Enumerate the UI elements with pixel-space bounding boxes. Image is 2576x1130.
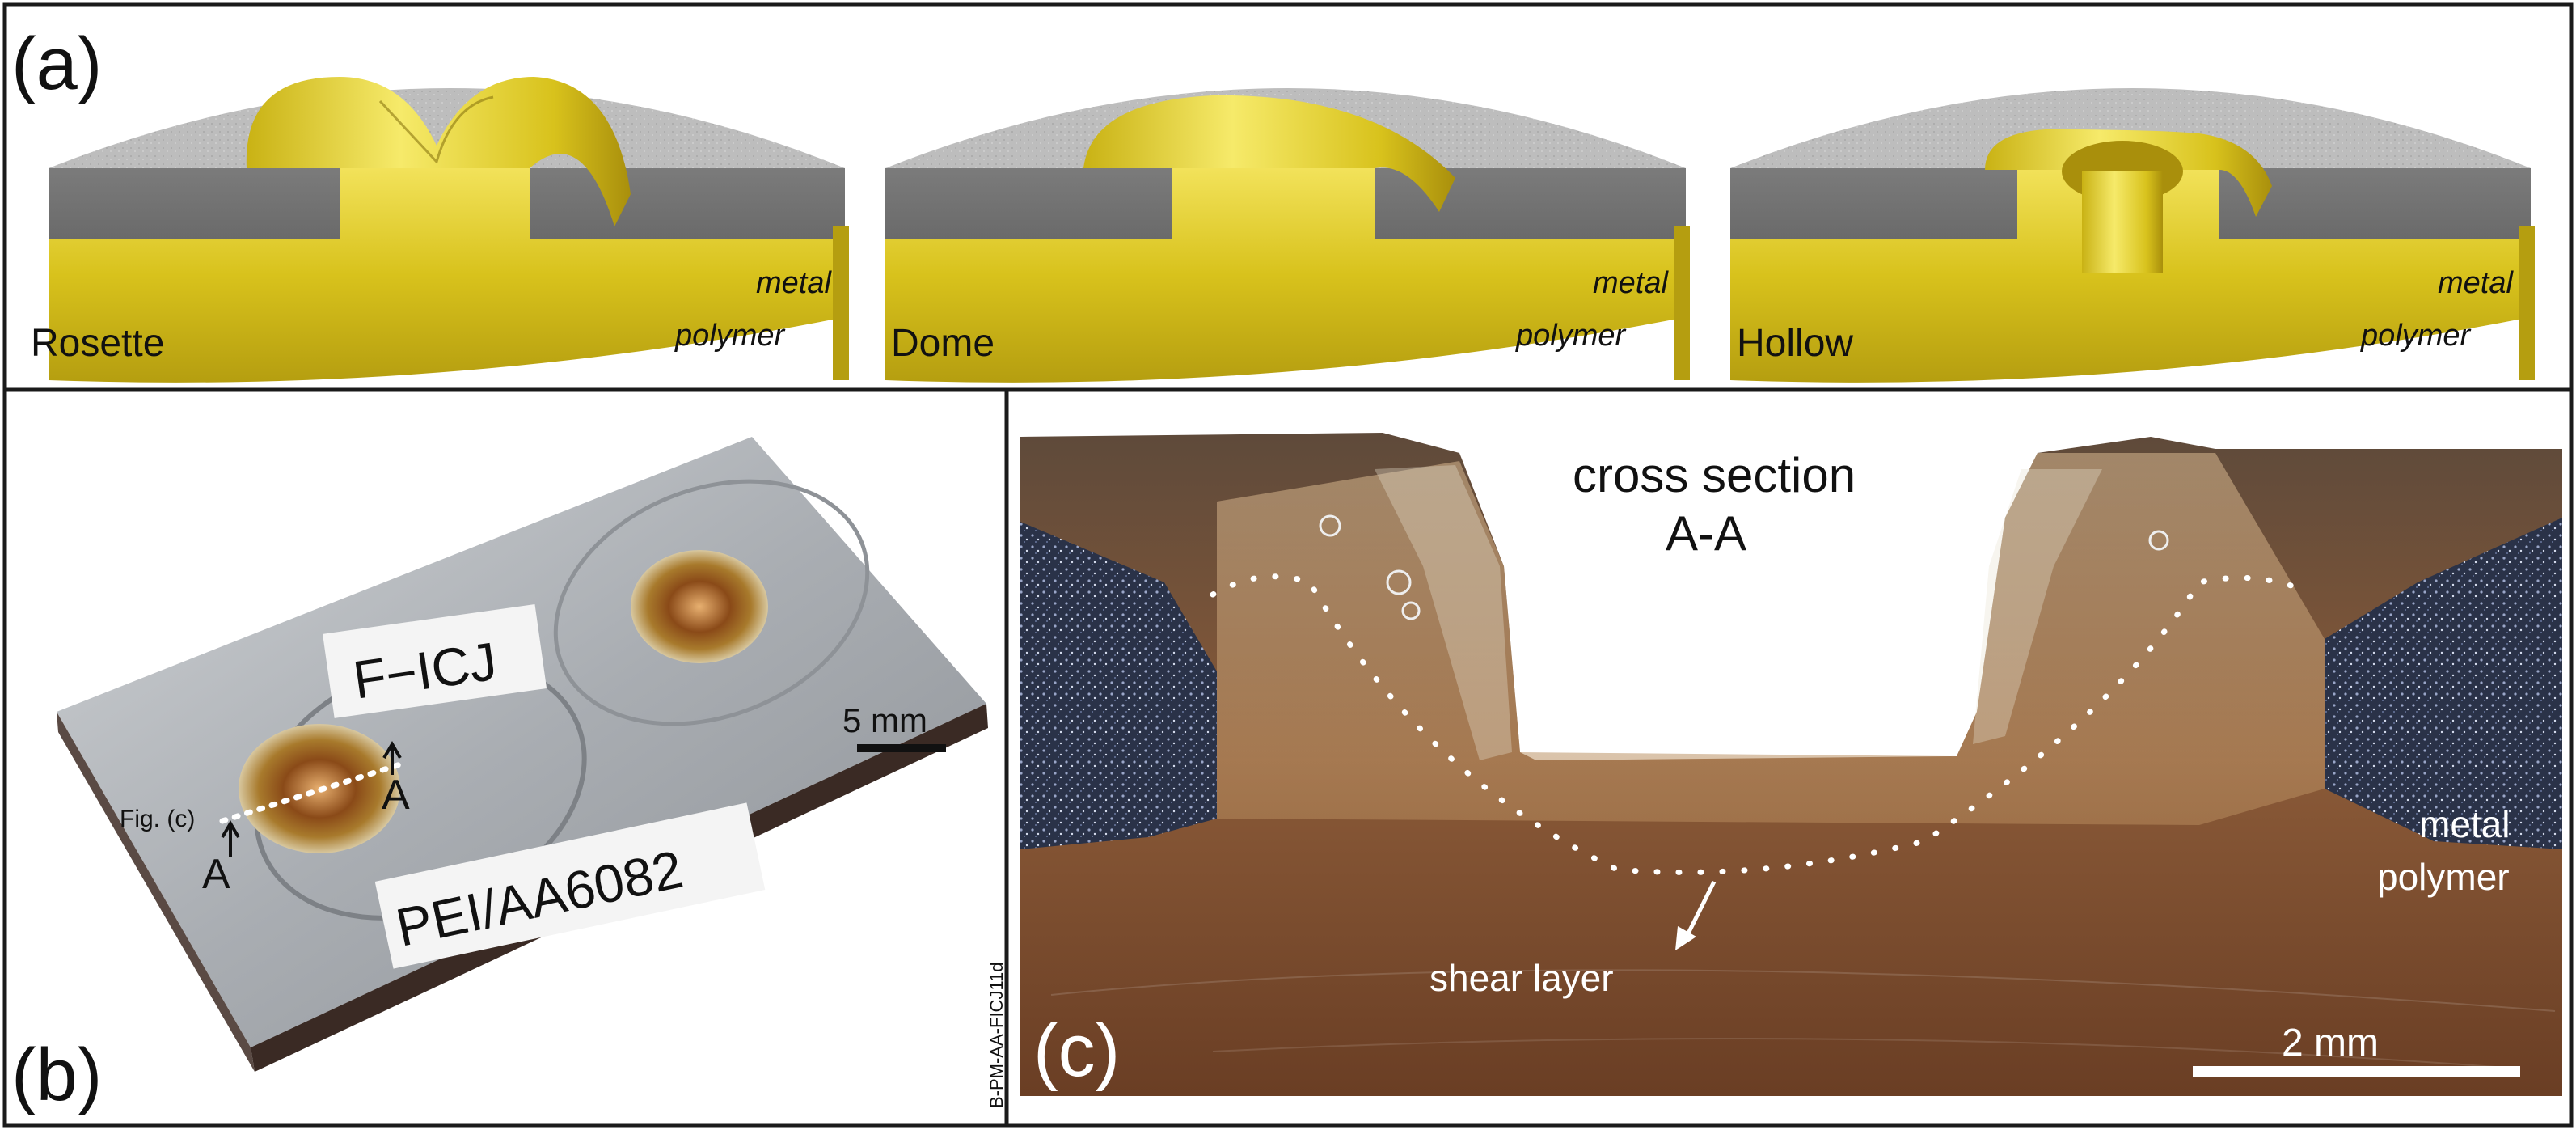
panel-c-label: (c)	[1033, 1009, 1120, 1092]
rosette-metal-label: metal	[756, 266, 832, 300]
shear-layer-boundary	[1210, 573, 2308, 875]
shear-layer-arrow	[1683, 880, 1717, 940]
panel-c-scale-text: 2 mm	[2282, 1022, 2379, 1064]
section-mark-left: A	[202, 851, 230, 898]
dome-polymer-label: polymer	[1515, 319, 1626, 353]
panel-c-polymer-label: polymer	[2377, 856, 2510, 898]
panel-a-label: (a)	[11, 23, 102, 105]
fig-ref-label: Fig. (c)	[120, 806, 195, 832]
dome-model: Dome metal polymer	[885, 88, 1690, 383]
cross-section-subtitle: A-A	[1666, 506, 1746, 561]
panel-b-scale-bar	[857, 744, 946, 752]
section-mark-right: A	[382, 772, 410, 819]
hollow-name: Hollow	[1737, 322, 1853, 365]
metal-right	[2325, 518, 2562, 849]
shear-layer-label: shear layer	[1429, 957, 1614, 999]
rosette-polymer-label: polymer	[674, 319, 785, 353]
metal-left	[1020, 522, 1217, 849]
joint-back	[631, 550, 768, 663]
rosette-name: Rosette	[31, 322, 164, 365]
hollow-polymer-label: polymer	[2360, 319, 2471, 353]
hollow-metal-label: metal	[2438, 266, 2514, 300]
panel-b: F−ICJ PEI/AA6082 A A Fig. (c) 5 mm (b)	[11, 437, 988, 1116]
hollow-model: Hollow metal polymer	[1730, 88, 2535, 383]
panel-c-metal-label: metal	[2419, 803, 2510, 845]
panel-a: (a) Rosette metal polymer Dome metal pol…	[11, 23, 2535, 383]
rosette-model: Rosette metal polymer	[31, 77, 849, 383]
cross-section-title: cross section	[1573, 448, 1856, 502]
panel-c: cross section A-A metal polymer shear la…	[986, 401, 2562, 1108]
dome-metal-label: metal	[1593, 266, 1669, 300]
cavity-air	[1020, 401, 2562, 760]
sample-id: B-PM-AA-FICJ11d	[986, 962, 1007, 1108]
section-line	[219, 761, 403, 824]
panel-c-scale-bar	[2193, 1066, 2520, 1077]
dome-name: Dome	[891, 322, 995, 365]
panel-b-scale-text: 5 mm	[842, 701, 927, 739]
panel-b-label: (b)	[11, 1034, 102, 1116]
